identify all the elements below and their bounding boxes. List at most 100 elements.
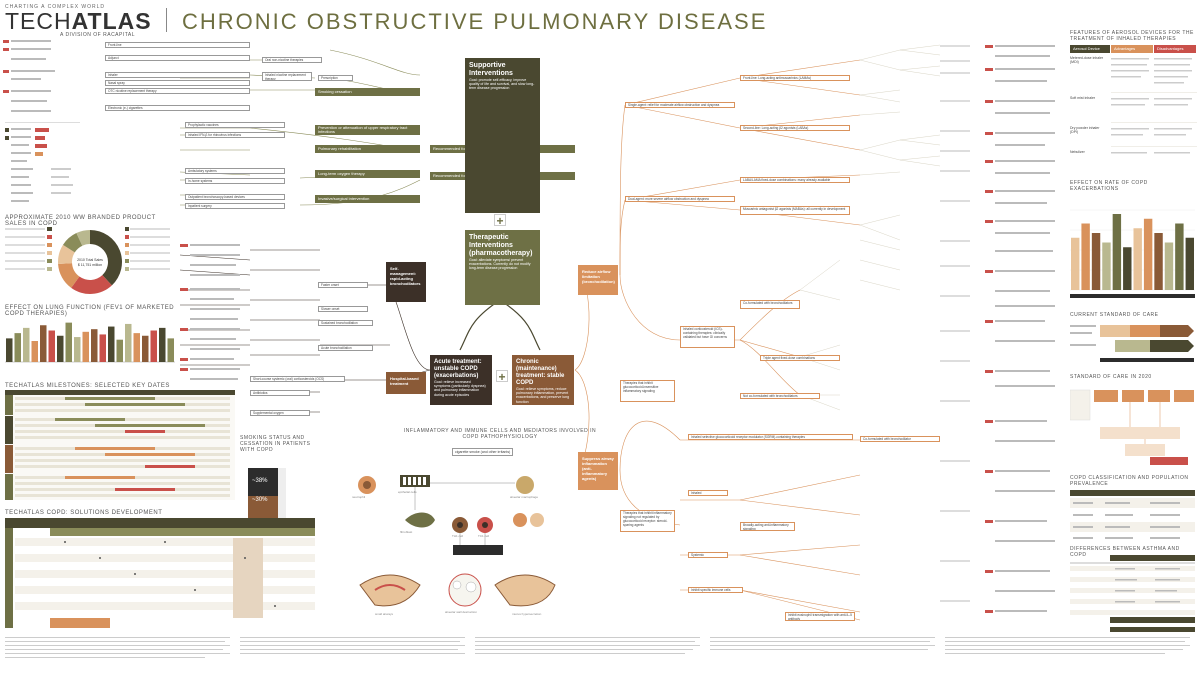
exa-bar [1102, 242, 1111, 290]
title-divider [166, 8, 167, 32]
chronic-treatment-box: Chronic (maintenance) treatment: stable … [512, 355, 574, 405]
leaf-inhaler: Inhaler [105, 72, 250, 78]
exacerbations-chart [1070, 209, 1195, 298]
classification-section-title: COPD CLASSIFICATION AND POPULATION PREVA… [1070, 475, 1189, 487]
lung-bar [133, 333, 140, 362]
lung-bar [167, 338, 174, 362]
leaf-dual-agent: Dual-agent: more severe airflow obstruct… [625, 196, 735, 202]
standard-2020-diagram [1070, 389, 1194, 465]
leaf-bronchoscopy: Outpatient bronchoscopy-based devices [185, 194, 285, 200]
donut-legend-line [5, 228, 45, 230]
leaf-acute-bronchodilation: Acute bronchodilation [318, 345, 373, 351]
aerosol-row-mdi: Metered-dose inhaler (MDI) [1070, 56, 1104, 64]
supportive-interventions-box: Supportive Interventions Goal: promote s… [465, 58, 540, 213]
label-epithelial: epithelial cells [398, 490, 417, 494]
exa-bar [1185, 237, 1194, 290]
leaf-glucocorticoid-insensitive: Therapies that inhibit glucocorticoid-in… [620, 380, 675, 402]
donut-legend-swatch [47, 267, 52, 271]
leaf-otc-nrt: OTC nicotine replacement therapy [105, 88, 250, 94]
lung-bar [48, 330, 55, 362]
donut-legend-swatch [47, 227, 52, 231]
acute-drug-list [180, 244, 240, 380]
exa-bar [1071, 237, 1080, 290]
donut-legend-line [130, 268, 170, 270]
footer-text-blocks [5, 637, 1190, 658]
leaf-sgrm-coformulated: Co-formulated with bronchodilator [860, 436, 940, 442]
aerosol-col-device: Aerosol Device [1070, 45, 1110, 53]
aerosol-row-nebulizer: Nebulizer [1070, 150, 1085, 154]
standard2020-section-title: STANDARD OF CARE IN 2020 [1070, 374, 1152, 380]
supportive-title: Supportive Interventions [469, 62, 513, 77]
donut-legend-line [5, 268, 45, 270]
leaf-front-line: Front-line [105, 42, 250, 48]
exa-bar [1123, 247, 1132, 290]
leaf-ifn-beta: Inhaled IFN-β for rhinovirus infections [185, 132, 285, 138]
differences-table [1070, 555, 1195, 632]
label-alveolar-destruction: alveolar wall destruction [445, 610, 478, 614]
donut-slice [76, 230, 90, 246]
plus-icon-2: + [496, 370, 508, 383]
lung-bar [40, 325, 47, 362]
acute-treatment-box: Acute treatment: unstable COPD (exacerba… [430, 355, 492, 405]
lung-bar [14, 333, 21, 362]
leaf-sustained-bronchodilation: Sustained bronchodilation [318, 320, 373, 326]
therapeutic-desc: Goal: alleviate symptoms/ prevent exacer… [469, 258, 531, 271]
label-tc1: TC1 cell [478, 534, 490, 538]
leaf-vaccines: Prophylactic vaccines [185, 122, 285, 128]
exa-bar [1133, 228, 1142, 290]
mid-right-drug-list [940, 45, 970, 602]
cell-pathway-diagram [358, 475, 556, 607]
reduce-airflow-box: Reduce airflow limitation (bronchodilati… [578, 265, 618, 295]
leaf-ics: Inhaled corticosteroid (ICS)-containing … [680, 326, 735, 348]
leaf-specific-immune: Inhibit specific immune cells [688, 587, 743, 593]
differences-section-title: DIFFERENCES BETWEEN ASTHMA AND COPD [1070, 546, 1180, 558]
donut-legend-swatch [125, 251, 129, 255]
donut-legend-line [130, 244, 170, 246]
left-ranking-rows [3, 40, 55, 112]
supportive-desc: Goal: promote self-efficacy, improve qua… [469, 78, 535, 91]
donut-legend-line [130, 228, 170, 230]
smoking-value-1: ~38% [252, 478, 268, 484]
donut-legend-line [5, 236, 45, 238]
leaf-antibiotics: Antibiotics [250, 390, 310, 396]
aerosol-section-title: FEATURES OF AEROSOL DEVICES FOR THE TREA… [1070, 30, 1194, 42]
donut-legend-swatch [47, 251, 52, 255]
sales-section-title: APPROXIMATE 2010 WW BRANDED PRODUCT SALE… [5, 215, 156, 227]
exacerbations-section-title: EFFECT ON RATE OF COPD EXACERBATIONS [1070, 180, 1148, 192]
leaf-broadly-acting: Broadly-acting anti-inflammatory signali… [740, 522, 795, 531]
aerosol-col-disadvantages: Disadvantages [1154, 45, 1196, 53]
standard-of-care-chart [1070, 325, 1194, 362]
exa-bar [1175, 223, 1184, 290]
aerosol-row-smi: Soft mist inhaler [1070, 96, 1096, 100]
donut-slice [71, 275, 112, 294]
donut-slice [58, 263, 80, 288]
leaf-mabas: Muscarinic antagonist β2 agonists (MABAs… [740, 206, 850, 215]
donut-legend-swatch [125, 235, 129, 239]
exa-footer-band [1070, 294, 1195, 298]
aerosol-table-body [1111, 58, 1197, 154]
exa-bar [1091, 233, 1101, 290]
lung-bar [150, 330, 157, 362]
exa-bar [1164, 242, 1174, 290]
aerosol-row-dpi: Dry powder inhaler (DPI) [1070, 126, 1100, 134]
label-proteases: Proteases [458, 556, 472, 560]
leaf-anti-il5: Inhibit eosinophil transmigration with a… [785, 612, 855, 621]
leaf-ics-coformulated: Co-formulated with bronchodilators [740, 300, 800, 309]
label-fibroblast: fibroblast [400, 530, 413, 534]
exa-bar [1143, 218, 1153, 290]
leaf-systemic: Systemic [688, 552, 728, 558]
label-small-airways: small airways [375, 612, 394, 616]
bar-oxygen-therapy: Long-term oxygen therapy [315, 170, 420, 178]
solutions-section-title: TECHATLAS COPD: SOLUTIONS DEVELOPMENT [5, 510, 163, 516]
leaf-faster-onset: Faster onset [318, 282, 368, 288]
lung-bar [125, 323, 132, 362]
acute-title: Acute treatment: unstable COPD (exacerba… [434, 359, 482, 379]
leaf-steroid-sparing: Therapies that inhibit inflammatory sign… [620, 510, 675, 532]
stimulus-label: cigarette smoke (and other irritants) [452, 448, 514, 456]
leaf-nasal-spray: Nasal spray [105, 80, 250, 86]
bar-prevention: Prevention or attenuation of upper respi… [315, 125, 420, 135]
lung-bar [6, 338, 13, 362]
donut-legend-line [5, 260, 45, 262]
leaf-laba-lama: LABA/LAMA fixed-dose combinations: many … [740, 177, 850, 183]
